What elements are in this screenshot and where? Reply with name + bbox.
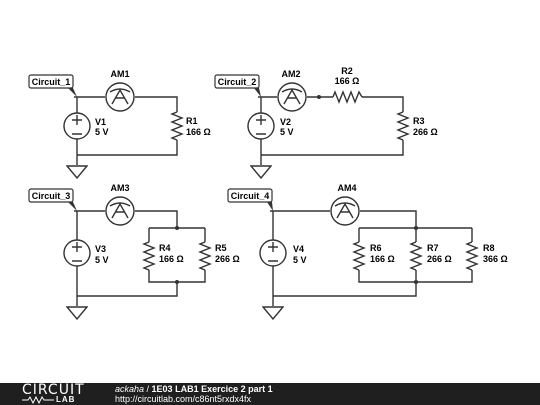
resistor-r5[interactable]: R5 266 Ω [198,241,240,271]
circuit-3-ref: Circuit_3 [32,191,71,201]
ammeter-am1[interactable]: AM1 [105,69,135,112]
circuit-3-wires [74,210,206,306]
ground-icon [250,165,272,179]
circuit-1: Circuit_1 AM1 V1 5 V R1 166 Ω [28,69,211,179]
resistor-r1[interactable]: R1 166 Ω [170,111,211,141]
circuit-4: Circuit_4 AM4 V4 5 V R6 166 Ω R7 266 Ω R… [227,183,508,320]
voltage-source-v3-name: V3 [95,244,106,254]
footer-title-line: ackaha / 1E03 LAB1 Exercice 2 part 1 [115,384,273,394]
ground-icon [66,165,88,179]
circuit-1-net-label[interactable]: Circuit_1 [28,74,77,97]
ammeter-am4-label: AM4 [337,183,356,193]
voltage-source-v1-value: 5 V [95,127,109,137]
logo-bottom-text: LAB [22,396,75,404]
ammeter-am3[interactable]: AM3 [105,183,135,226]
voltage-source-v3-value: 5 V [95,255,109,265]
resistor-r3-value: 266 Ω [413,127,438,137]
resistor-r8[interactable]: R8 366 Ω [465,241,508,271]
logo-resistor-icon [22,396,54,404]
resistor-r4-name: R4 [159,243,171,253]
circuit-2: Circuit_2 AM2 V2 5 V R2 166 Ω R3 266 Ω [214,66,438,179]
resistor-r4-value: 166 Ω [159,254,184,264]
resistor-r5-name: R5 [215,243,227,253]
circuit-4-ref: Circuit_4 [231,191,270,201]
schematic-canvas: Circuit_1 AM1 V1 5 V R1 166 Ω [28,66,508,320]
logo-lab-text: LAB [56,395,76,404]
resistor-r4[interactable]: R4 166 Ω [142,241,184,271]
footer-separator: / [144,384,152,394]
resistor-r1-value: 166 Ω [186,127,211,137]
ammeter-am2-label: AM2 [281,69,300,79]
footer-author[interactable]: ackaha [115,384,145,394]
ammeter-am2[interactable]: AM2 [277,69,307,112]
circuit-1-wires [74,96,178,165]
resistor-r2[interactable]: R2 166 Ω [332,66,363,104]
circuit-2-net-label[interactable]: Circuit_2 [214,74,261,97]
footer-url[interactable]: http://circuitlab.com/c86nt5rxdx4fx [115,394,252,404]
ground-icon [262,306,284,320]
voltage-source-v2[interactable]: V2 5 V [247,112,294,140]
voltage-source-v3[interactable]: V3 5 V [63,239,109,267]
footer-title[interactable]: 1E03 LAB1 Exercice 2 part 1 [151,384,273,394]
voltage-source-v1-name: V1 [95,117,106,127]
circuit-4-net-label[interactable]: Circuit_4 [227,188,273,211]
resistor-r8-value: 366 Ω [483,254,508,264]
footer-bar: CIRCUIT LAB ackaha / 1E03 LAB1 Exercice … [0,383,540,405]
voltage-source-v4[interactable]: V4 5 V [259,239,307,267]
resistor-r6-value: 166 Ω [370,254,395,264]
resistor-r7-value: 266 Ω [427,254,452,264]
resistor-r6-name: R6 [370,243,382,253]
voltage-source-v2-name: V2 [280,117,291,127]
resistor-r7[interactable]: R7 266 Ω [409,241,452,271]
ammeter-am3-label: AM3 [110,183,129,193]
resistor-r2-value: 166 Ω [335,76,360,86]
voltage-source-v1[interactable]: V1 5 V [63,112,109,140]
resistor-r3[interactable]: R3 266 Ω [396,111,438,141]
voltage-source-v4-value: 5 V [293,255,307,265]
circuit-3: Circuit_3 AM3 V3 5 V R4 166 Ω R5 266 Ω [28,183,240,320]
circuit-2-ref: Circuit_2 [218,77,257,87]
resistor-r1-name: R1 [186,116,198,126]
logo-top-text: CIRCUIT [22,382,85,398]
ground-icon [66,306,88,320]
resistor-r6[interactable]: R6 166 Ω [352,241,395,271]
circuitlab-logo[interactable]: CIRCUIT LAB [22,382,94,404]
ammeter-am1-label: AM1 [110,69,129,79]
circuit-1-ref: Circuit_1 [32,77,71,87]
circuit-3-net-label[interactable]: Circuit_3 [28,188,77,211]
resistor-r8-name: R8 [483,243,495,253]
resistor-r5-value: 266 Ω [215,254,240,264]
ammeter-am4[interactable]: AM4 [330,183,360,226]
voltage-source-v2-value: 5 V [280,127,294,137]
resistor-r3-name: R3 [413,116,425,126]
resistor-r7-name: R7 [427,243,439,253]
resistor-r2-name: R2 [341,66,353,76]
voltage-source-v4-name: V4 [293,244,304,254]
